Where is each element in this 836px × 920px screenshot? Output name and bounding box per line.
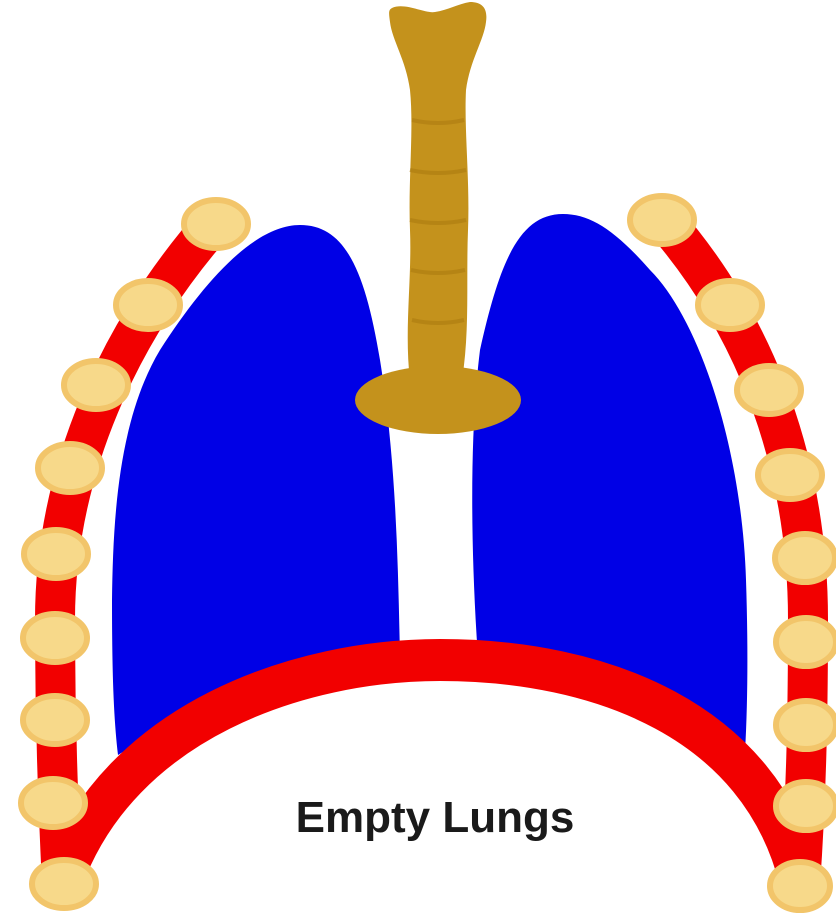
rib-joint <box>758 451 822 499</box>
rib-joint <box>770 862 830 910</box>
diagram-caption: Empty Lungs <box>296 793 575 842</box>
rib-joint <box>184 200 248 248</box>
rib-joint <box>775 534 835 582</box>
rib-joint <box>698 281 762 329</box>
rib-joint <box>24 530 88 578</box>
rib-joint <box>23 614 87 662</box>
rib-joint <box>630 196 694 244</box>
rib-joint <box>776 782 836 830</box>
rib-joint <box>38 444 102 492</box>
rib-joint <box>737 366 801 414</box>
rib-joint <box>116 281 180 329</box>
bronchi-bulb <box>355 366 521 434</box>
rib-joint <box>64 361 128 409</box>
rib-joint <box>32 860 96 908</box>
rib-joint <box>23 696 87 744</box>
rib-joint <box>21 779 85 827</box>
rib-joint <box>776 618 836 666</box>
rib-joint <box>776 701 836 749</box>
